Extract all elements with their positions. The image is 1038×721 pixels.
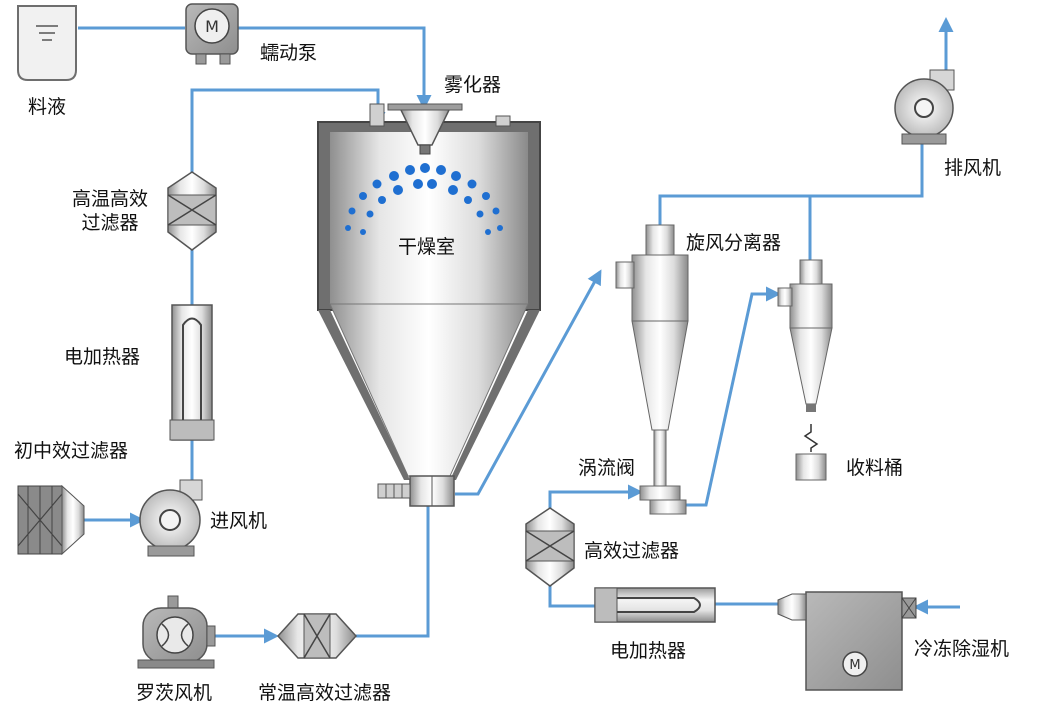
peristaltic-pump: M xyxy=(185,3,239,65)
cyclone-separator xyxy=(615,224,689,491)
label-ambient-hepa-filter: 常温高效过滤器 xyxy=(258,682,392,704)
label-peristaltic-pump: 蠕动泵 xyxy=(260,42,318,64)
drying-chamber xyxy=(317,103,541,507)
electric-heater-horizontal xyxy=(594,587,716,623)
pipe-filter-to-chamber xyxy=(356,506,430,638)
spray-droplets xyxy=(345,163,503,235)
vortex-valve xyxy=(639,485,687,515)
pump-motor-symbol: M xyxy=(205,17,219,36)
label-freeze-dryer: 冷冻除湿机 xyxy=(914,638,1010,660)
feed-liquid-tank xyxy=(17,5,77,81)
ambient-hepa-filter xyxy=(276,613,358,659)
pipe-heater-to-hepa-bottom xyxy=(548,585,595,608)
label-exhaust-fan: 排风机 xyxy=(944,157,1002,179)
label-hepa-filter-hot: 高温高效 过滤器 xyxy=(62,188,158,236)
label-drying-chamber: 干燥室 xyxy=(398,236,456,258)
label-heater-top: 电加热器 xyxy=(64,346,141,368)
label-hepa-filter-hot-line1: 高温高效 xyxy=(71,188,148,210)
primary-filter xyxy=(17,484,85,556)
label-hepa-filter: 高效过滤器 xyxy=(584,540,680,562)
label-collection-bucket: 收料桶 xyxy=(846,457,904,479)
roots-blower xyxy=(137,595,216,669)
label-heater-bottom: 电加热器 xyxy=(610,640,687,662)
pipe-vortex-to-small-cyclone xyxy=(680,286,781,507)
label-primary-filter: 初中效过滤器 xyxy=(14,440,129,462)
exhaust-fan xyxy=(894,69,955,145)
freeze-dehumidifier: M xyxy=(777,591,917,691)
pipe-cyclone-to-exhaust xyxy=(658,85,924,225)
label-cyclone: 旋风分离器 xyxy=(686,232,782,254)
hepa-filter-hot xyxy=(167,171,217,251)
label-roots-blower: 罗茨风机 xyxy=(136,682,213,704)
collection-bucket xyxy=(795,453,827,481)
inlet-fan xyxy=(139,479,203,557)
small-cyclone xyxy=(777,259,833,452)
label-vortex-valve: 涡流阀 xyxy=(578,457,636,479)
label-hepa-filter-hot-line2: 过滤器 xyxy=(81,211,139,234)
label-atomizer: 雾化器 xyxy=(444,74,502,96)
hepa-filter-bottom xyxy=(525,507,575,587)
pipe-chamber-to-cyclone xyxy=(455,269,602,496)
label-inlet-fan: 进风机 xyxy=(210,510,268,532)
pipes xyxy=(78,17,960,644)
atomizer xyxy=(387,103,463,155)
pipe-pump-to-atomizer xyxy=(238,26,432,110)
dryer-motor-symbol: M xyxy=(849,658,860,673)
electric-heater-vertical xyxy=(169,304,215,441)
pipe-hepa-to-vortex xyxy=(548,484,643,508)
label-feed-liquid: 料液 xyxy=(28,96,67,118)
